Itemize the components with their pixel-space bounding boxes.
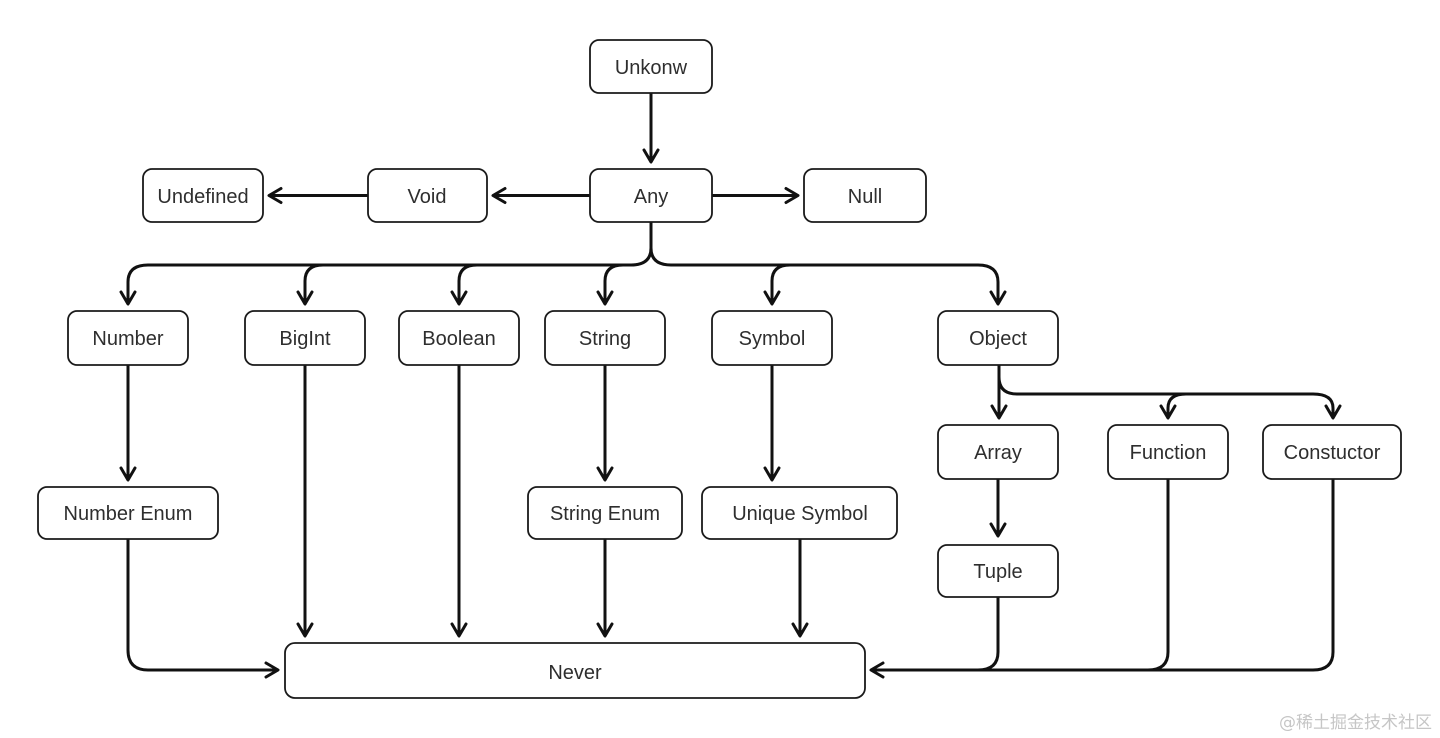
edge-function-never xyxy=(1120,479,1170,672)
node-string-enum: String Enum xyxy=(527,486,683,540)
node-symbol-box xyxy=(711,310,833,366)
node-object-box xyxy=(937,310,1059,366)
node-tuple-label: Tuple xyxy=(973,561,1022,583)
edge-any-symbol xyxy=(763,263,791,306)
node-null-label: Null xyxy=(848,186,882,208)
node-unique-symbol-box xyxy=(701,486,898,540)
node-array-label: Array xyxy=(974,442,1022,464)
node-any-box xyxy=(589,168,713,223)
node-never-box xyxy=(284,642,866,699)
node-null-box xyxy=(803,168,927,223)
edge-any-object xyxy=(649,247,1007,306)
edge-any-number xyxy=(119,222,653,306)
node-number-enum-box xyxy=(37,486,219,540)
node-unique-symbol-label: Unique Symbol xyxy=(732,503,868,525)
node-undefined-box xyxy=(142,168,264,223)
node-string: String xyxy=(544,310,666,366)
node-undefined-label: Undefined xyxy=(157,186,248,208)
node-never-label: Never xyxy=(548,662,602,684)
edge-any-string xyxy=(596,263,624,306)
node-function-label: Function xyxy=(1130,442,1207,464)
node-number-enum-label: Number Enum xyxy=(64,503,193,525)
node-boolean-label: Boolean xyxy=(422,328,495,350)
node-unknown-box xyxy=(589,39,713,94)
node-string-label: String xyxy=(579,328,631,350)
node-any-label: Any xyxy=(634,186,668,208)
node-constuctor-box xyxy=(1262,424,1402,480)
node-number-label: Number xyxy=(92,328,163,350)
node-bigint-label: BigInt xyxy=(279,328,331,350)
node-unknown: Unkonw xyxy=(589,39,713,94)
node-boolean-box xyxy=(398,310,520,366)
node-array: Array xyxy=(937,424,1059,480)
node-null: Null xyxy=(803,168,927,223)
node-object-label: Object xyxy=(969,328,1027,350)
node-undefined: Undefined xyxy=(142,168,264,223)
edge-numberenum-never xyxy=(126,539,280,679)
node-boolean: Boolean xyxy=(398,310,520,366)
node-any: Any xyxy=(589,168,713,223)
node-number: Number xyxy=(67,310,189,366)
node-tuple: Tuple xyxy=(937,544,1059,598)
node-void-label: Void xyxy=(408,186,447,208)
node-tuple-box xyxy=(937,544,1059,598)
node-symbol-label: Symbol xyxy=(739,328,806,350)
node-void: Void xyxy=(367,168,488,223)
node-constuctor: Constuctor xyxy=(1262,424,1402,480)
edge-object-constuctor xyxy=(997,376,1342,420)
node-never: Never xyxy=(284,642,866,699)
nodes: Unkonw Any Void Undefined Null Number Bi… xyxy=(37,39,1402,699)
node-object: Object xyxy=(937,310,1059,366)
watermark-text: @稀土掘金技术社区 xyxy=(1279,713,1432,733)
node-function: Function xyxy=(1107,424,1229,480)
node-string-enum-label: String Enum xyxy=(550,503,660,525)
node-void-box xyxy=(367,168,488,223)
node-unknown-label: Unkonw xyxy=(615,57,688,79)
edge-constuctor-never xyxy=(869,479,1335,679)
edge-tuple-never xyxy=(950,597,1000,672)
node-array-box xyxy=(937,424,1059,480)
node-bigint-box xyxy=(244,310,366,366)
node-string-box xyxy=(544,310,666,366)
edges xyxy=(119,93,1342,679)
node-number-box xyxy=(67,310,189,366)
node-bigint: BigInt xyxy=(244,310,366,366)
node-constuctor-label: Constuctor xyxy=(1284,442,1381,464)
edge-object-function xyxy=(1159,392,1187,420)
edge-any-bigint xyxy=(296,263,324,306)
node-string-enum-box xyxy=(527,486,683,540)
node-unique-symbol: Unique Symbol xyxy=(701,486,898,540)
node-symbol: Symbol xyxy=(711,310,833,366)
edge-any-boolean xyxy=(450,263,478,306)
node-number-enum: Number Enum xyxy=(37,486,219,540)
node-function-box xyxy=(1107,424,1229,480)
